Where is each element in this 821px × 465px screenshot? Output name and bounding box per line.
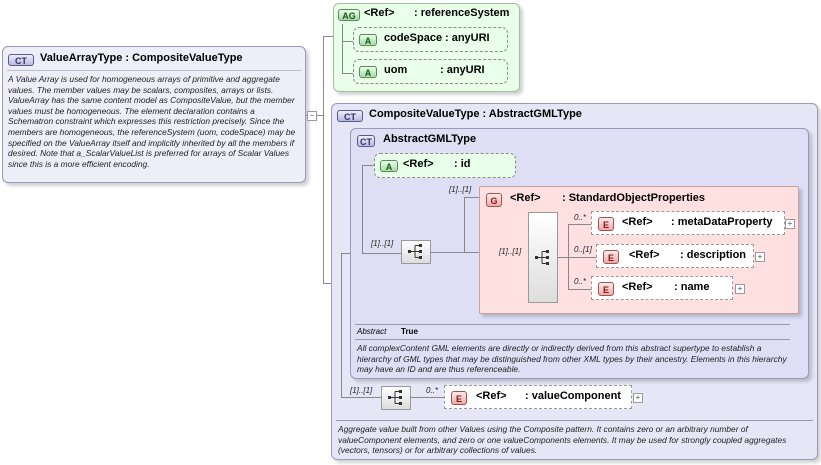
element-name: : metaDataProperty [671,216,773,228]
element-ref: <Ref> [622,281,653,293]
main-type-documentation: A Value Array is used for homogeneous ar… [8,74,296,169]
cardinality-label: [1]..[1] [449,185,472,194]
expand-icon[interactable]: + [735,284,745,294]
connector [341,253,342,397]
doc-divider [355,339,790,340]
expand-icon[interactable]: + [785,219,795,229]
composite-type-documentation: Aggregate value built from other Values … [338,424,787,456]
doc-divider [336,420,813,421]
connector [362,165,374,166]
complex-type-badge: CT [8,54,34,66]
sequence-icon [388,390,402,405]
sequence-compositor[interactable] [528,212,558,303]
abstract-gml-documentation: All complexContent GML elements are dire… [357,343,787,375]
expand-icon[interactable]: + [633,393,643,403]
valuearraytype-box: CT ValueArrayType : CompositeValueType A… [2,46,306,183]
element-badge: E [603,250,619,264]
abstract-divider [355,324,790,325]
cardinality-label: 0..* [574,213,587,222]
group-name: : StandardObjectProperties [562,192,706,204]
cardinality-label: [1]..[1] [371,239,394,248]
attribute-group-name: : referenceSystem [414,7,510,19]
connector [341,253,350,254]
complex-type-badge: CT [357,135,375,147]
element-valuecomponent[interactable]: E <Ref> : valueComponent [444,385,632,409]
attribute-codespace[interactable]: A codeSpace : anyURI [353,27,508,52]
element-name: : description [680,249,747,261]
sequence-compositor[interactable] [401,240,431,264]
sequence-compositor[interactable] [381,386,411,410]
abstract-label: Abstract [357,327,387,336]
title-divider [7,70,301,71]
connector [341,397,381,398]
connector [431,252,479,253]
group-ref: <Ref> [510,192,541,204]
composite-type-title: CompositeValueType : AbstractGMLType [369,108,582,120]
attribute-group-ref: <Ref> [364,7,395,19]
connector [342,41,354,42]
sequence-icon [408,244,422,259]
element-badge: E [451,391,467,405]
element-ref: <Ref> [622,216,653,228]
complex-type-badge: CT [337,110,363,122]
cardinality-label: 0..* [426,386,439,395]
cardinality-label: 0..[1] [574,245,592,254]
connector [411,397,444,398]
cardinality-label: 0..* [574,277,587,286]
attribute-type: : anyURI [445,32,490,44]
element-metadataproperty[interactable]: E <Ref> : metaDataProperty [591,211,785,235]
sequence-icon [535,250,549,265]
connector [558,257,568,258]
attribute-name: : id [454,158,471,170]
connector [342,73,354,74]
element-name-label: : name [674,281,710,293]
connector [568,289,591,290]
connector [323,36,333,37]
element-ref: <Ref> [629,249,660,261]
main-type-title: ValueArrayType : CompositeValueType [40,52,243,64]
group-badge: G [486,193,502,207]
connector [323,36,324,283]
connector [342,24,343,73]
attribute-name: uom [384,64,408,76]
element-ref: <Ref> [476,390,507,402]
element-name[interactable]: E <Ref> : name [591,276,733,300]
attribute-type: : anyURI [440,64,485,76]
element-name: : valueComponent [525,390,621,402]
element-description[interactable]: E <Ref> : description [596,244,754,268]
collapse-toggle[interactable]: − [307,111,317,121]
attribute-badge: A [380,160,398,172]
connector [323,283,333,284]
element-badge: E [598,282,614,296]
abstract-gml-title: AbstractGMLType [383,133,477,145]
connector [316,115,324,116]
cardinality-label: [1]..[1] [350,386,373,395]
attribute-badge: A [359,34,377,46]
connector [464,197,479,198]
connector [362,253,402,254]
connector [362,165,363,254]
connector [568,257,596,258]
attribute-group-badge: AG [338,9,360,21]
connector [464,197,465,253]
attribute-id[interactable]: A <Ref> : id [374,153,516,178]
abstract-value: True [401,327,418,336]
attribute-badge: A [359,66,377,78]
attribute-name: codeSpace [384,32,443,44]
element-badge: E [598,217,614,231]
cardinality-label: [1]..[1] [499,247,522,256]
expand-icon[interactable]: + [755,252,765,262]
attribute-ref: <Ref> [403,158,434,170]
connector [568,224,591,225]
attribute-uom[interactable]: A uom : anyURI [353,59,508,84]
